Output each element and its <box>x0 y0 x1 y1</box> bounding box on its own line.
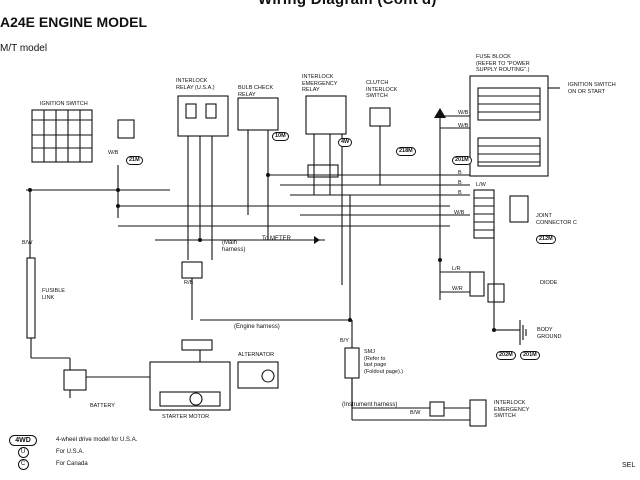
wire-code: B/W <box>22 240 33 246</box>
legend-text: 4-wheel drive model for U.S.A. <box>56 437 138 443</box>
interlock-emergency-relay-label: INTERLOCK EMERGENCY RELAY <box>302 74 338 93</box>
engine-harness-label: (Engine harness) <box>234 324 280 330</box>
wire-code: B/Y <box>340 338 349 344</box>
corner-code: SEL <box>622 462 636 469</box>
smj-label: SMJ (Refer to last page (Foldout page).) <box>364 349 404 375</box>
battery-label: BATTERY <box>90 403 115 409</box>
main-harness-label: (Main harness) <box>222 240 246 253</box>
legend: 4WD 4-wheel drive model for U.S.A. U For… <box>9 434 138 470</box>
ignition-switch-on-start-label: IGNITION SWITCH ON or START <box>568 82 616 95</box>
wire-code: B/W <box>410 410 421 416</box>
bulb-check-relay-label: BULB CHECK RELAY <box>238 85 274 98</box>
page-title: Wiring Diagram (Cont'd) <box>258 0 437 8</box>
wire-code: L/R <box>452 266 461 272</box>
connector-tag: 202M <box>496 351 516 360</box>
alternator-label: ALTERNATOR <box>238 352 275 358</box>
wire-code: B <box>458 190 462 196</box>
wire-code: W/B <box>108 150 119 156</box>
starter-motor-label: STARTER MOTOR <box>162 414 210 420</box>
wire-code: W/B <box>454 210 465 216</box>
wire-code: W/B <box>458 123 469 129</box>
legend-symbol: U <box>17 446 29 458</box>
connector-tag: 201M <box>452 156 472 165</box>
connector-tag: 10M <box>272 132 289 141</box>
legend-row: U For U.S.A. <box>12 446 137 458</box>
legend-symbol: 4WD <box>9 434 37 446</box>
connector-tag: 21M <box>126 156 143 165</box>
wire-code: B <box>458 170 462 176</box>
interlock-emergency-switch-label: INTERLOCK EMERGENCY SWITCH <box>494 400 530 419</box>
to-meter-label: To METER <box>262 236 292 242</box>
wire-code: R/B <box>184 280 194 286</box>
connector-tag: 201M <box>520 351 540 360</box>
model-label: M/T model <box>0 43 48 54</box>
diode-label: DIODE <box>540 280 558 286</box>
legend-text: For U.S.A. <box>56 449 85 455</box>
interlock-relay-label: INTERLOCK RELAY (U.S.A.) <box>176 78 215 91</box>
clutch-interlock-switch-label: CLUTCH INTERLOCK SWITCH <box>366 80 398 99</box>
legend-text: For Canada <box>56 461 88 467</box>
connector-tag: 4W <box>338 138 353 147</box>
wire-code: W/B <box>458 110 469 116</box>
wire-code: B <box>458 180 462 186</box>
wire-code: L/W <box>476 182 486 188</box>
fusible-link-label: FUSIBLE LINK <box>42 288 65 301</box>
instrument-harness-label: (Instrument harness) <box>342 402 398 408</box>
connector-tag: 212M <box>536 235 556 244</box>
section-title: A24E ENGINE MODEL <box>0 14 148 30</box>
ignition-switch-label: IGNITION SWITCH <box>40 101 88 107</box>
joint-connector-label: JOINT CONNECTOR C <box>536 213 577 226</box>
connector-tag: 218M <box>396 147 416 156</box>
wire-code: W/R <box>452 286 463 292</box>
body-ground-label: BODY GROUND <box>537 327 562 340</box>
legend-symbol: C <box>17 458 29 470</box>
legend-row: C For Canada <box>12 458 137 470</box>
fuse-block-label: FUSE BLOCK (Refer to "POWER SUPPLY ROUTI… <box>476 54 530 73</box>
legend-row: 4WD 4-wheel drive model for U.S.A. <box>9 434 138 446</box>
